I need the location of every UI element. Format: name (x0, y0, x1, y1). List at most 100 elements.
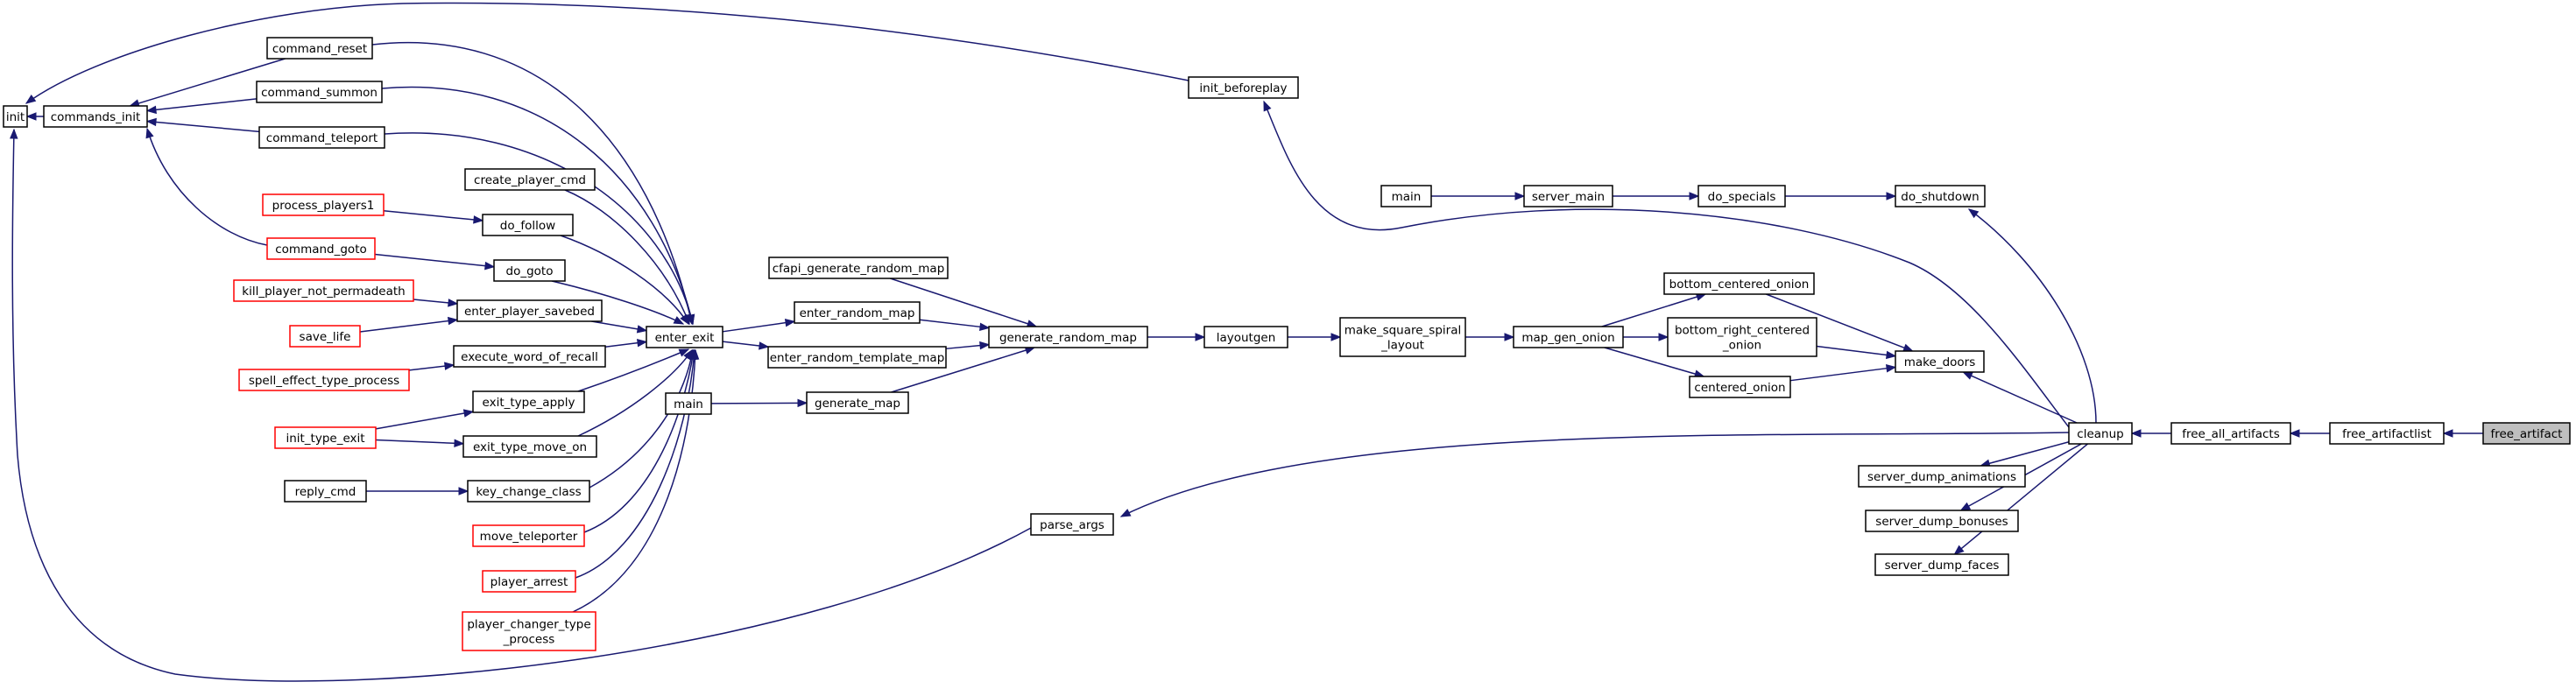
node-generate-random-map[interactable]: generate_random_map (988, 326, 1148, 348)
node-label: move_teleporter (480, 530, 578, 544)
edge-server_main-to-do_specials (1613, 192, 1700, 200)
node-box (1188, 76, 1299, 99)
node-free-artifact[interactable]: free_artifact (2482, 422, 2571, 445)
edge-arrowhead (1885, 364, 1897, 373)
node-box (472, 524, 585, 547)
node-enter-random-template-map[interactable]: enter_random_template_map (767, 346, 947, 369)
edge-enter_player_savebed-to-enter_exit (591, 320, 648, 334)
node-box (2482, 422, 2571, 445)
node-layer: init commands_init command_reset command_su… (3, 37, 2571, 651)
edge-line (153, 98, 258, 111)
node-kill-player-not-permadeath[interactable]: kill_player_not_permadeath (233, 279, 414, 302)
node-label: layoutgen (1217, 331, 1276, 345)
edge-arrowhead (2289, 429, 2300, 438)
node-label: save_life (300, 330, 351, 344)
node-command-summon[interactable]: command_summon (256, 81, 383, 103)
edge-line (945, 344, 983, 350)
node-label: make_square_spiral (1344, 324, 1461, 338)
node-box (1874, 553, 2009, 576)
node-parse-args[interactable]: parse_args (1030, 513, 1114, 536)
edge-arrowhead (678, 348, 690, 357)
edge-line (604, 341, 640, 348)
edge-arrowhead (797, 398, 808, 408)
node-label: generate_map (815, 397, 900, 411)
edge-arrowhead (636, 338, 648, 348)
node-enter-exit[interactable]: enter_exit (646, 326, 723, 348)
node-command-reset[interactable]: command_reset (266, 37, 373, 60)
node-box (1697, 185, 1786, 207)
node-server-dump-bonuses[interactable]: server_dump_bonuses (1865, 510, 2019, 532)
edge-line (583, 349, 695, 533)
node-do-follow[interactable]: do_follow (482, 214, 574, 236)
node-key-change-class[interactable]: key_change_class (467, 480, 590, 503)
node-exit-type-apply[interactable]: exit_type_apply (472, 390, 585, 413)
edge-init_type_exit-to-exit_type_move_on (375, 439, 465, 448)
node-make-square-spiral-layout[interactable]: make_square_spiral_layout (1339, 317, 1466, 357)
node-label: enter_player_savebed (464, 305, 595, 319)
node-init[interactable]: init (3, 105, 28, 128)
node-spell-effect-type-process[interactable]: spell_effect_type_process (238, 369, 410, 391)
node-make-doors[interactable]: make_doors (1895, 350, 1985, 373)
edge-arrowhead (2130, 429, 2142, 438)
node-cleanup[interactable]: cleanup (2068, 422, 2133, 445)
node-init-beforeplay[interactable]: init_beforeplay (1188, 76, 1299, 99)
node-box (274, 426, 377, 449)
node-enter-player-savebed[interactable]: enter_player_savebed (456, 299, 603, 322)
node-layoutgen[interactable]: layoutgen (1203, 326, 1288, 348)
node-server-dump-animations[interactable]: server_dump_animations (1858, 465, 2026, 488)
node-player-changer-type-process[interactable]: player_changer_type_process (462, 611, 596, 651)
node-move-teleporter[interactable]: move_teleporter (472, 524, 585, 547)
node-enter-random-map[interactable]: enter_random_map (794, 301, 921, 324)
node-exit-type-move-on[interactable]: exit_type_move_on (462, 435, 597, 458)
node-label: do_specials (1708, 190, 1776, 204)
node-commands-init[interactable]: commands_init (43, 105, 148, 128)
node-execute-word-of-recall[interactable]: execute_word_of_recall (453, 345, 606, 368)
node-main-a[interactable]: main (665, 392, 712, 415)
node-box (462, 435, 597, 458)
edge-line (891, 348, 1028, 393)
edge-arrowhead (1885, 350, 1897, 360)
node-box (2068, 422, 2133, 445)
node-map-gen-onion[interactable]: map_gen_onion (1513, 326, 1624, 348)
node-save-life[interactable]: save_life (289, 325, 361, 348)
edge-free_artifact-to-free_artifactlist (2442, 429, 2483, 438)
node-generate-map[interactable]: generate_map (806, 391, 909, 414)
node-reply-cmd[interactable]: reply_cmd (284, 480, 367, 503)
node-label: enter_random_template_map (770, 351, 945, 365)
node-do-shutdown[interactable]: do_shutdown (1895, 185, 1986, 207)
edge-line (371, 41, 693, 325)
node-free-artifactlist[interactable]: free_artifactlist (2329, 422, 2445, 445)
edge-line (1959, 443, 2088, 551)
node-box (1663, 272, 1815, 295)
node-label: free_artifact (2491, 427, 2563, 441)
node-label: main (674, 397, 703, 411)
node-create-player-cmd[interactable]: create_player_cmd (464, 168, 596, 191)
edge-command_goto-to-do_goto (374, 253, 496, 271)
edge-line (919, 319, 983, 328)
node-label: generate_random_map (999, 331, 1137, 345)
node-cfapi-generate-random-map[interactable]: cfapi_generate_random_map (768, 257, 949, 279)
node-bottom-right-centered-onion[interactable]: bottom_right_centered_onion (1667, 317, 1817, 357)
node-label: commands_init (51, 110, 141, 124)
node-command-goto[interactable]: command_goto (266, 237, 376, 260)
node-centered-onion[interactable]: centered_onion (1689, 376, 1791, 398)
node-server-main[interactable]: server_main (1523, 185, 1613, 207)
edge-arrowhead (1886, 192, 1897, 200)
edge-line (589, 349, 694, 489)
node-process-players1[interactable]: process_players1 (262, 193, 385, 216)
node-do-goto[interactable]: do_goto (493, 259, 566, 282)
edge-line (359, 320, 451, 333)
node-command-teleport[interactable]: command_teleport (258, 126, 385, 149)
node-init-type-exit[interactable]: init_type_exit (274, 426, 377, 449)
edge-arrowhead (1514, 192, 1526, 200)
node-player-arrest[interactable]: player_arrest (482, 570, 576, 593)
node-bottom-centered-onion[interactable]: bottom_centered_onion (1663, 272, 1815, 295)
node-label: execute_word_of_recall (461, 350, 598, 364)
edge-bottom_centered_onion-to-make_doors (1766, 293, 1914, 352)
node-do-specials[interactable]: do_specials (1697, 185, 1786, 207)
node-label: player_changer_type (467, 618, 590, 632)
node-main-b[interactable]: main (1380, 185, 1432, 207)
node-free-all-artifacts[interactable]: free_all_artifacts (2170, 422, 2291, 445)
node-label: do_goto (506, 264, 554, 278)
node-server-dump-faces[interactable]: server_dump_faces (1874, 553, 2009, 576)
